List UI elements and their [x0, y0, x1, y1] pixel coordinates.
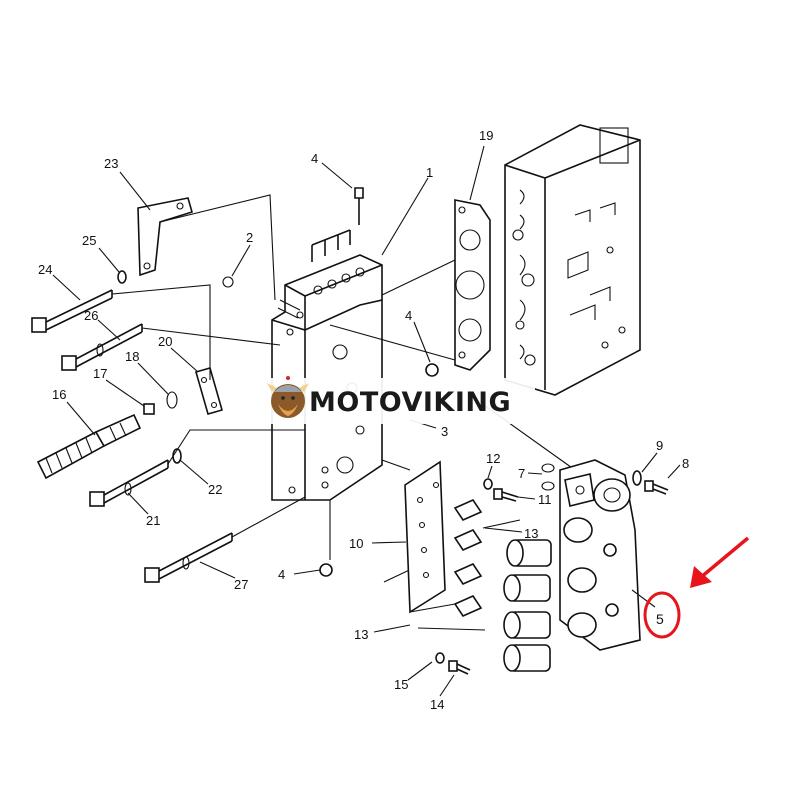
label-17: 17	[93, 366, 107, 381]
label-18: 18	[125, 349, 139, 364]
plate-20	[195, 367, 223, 415]
label-19: 19	[479, 128, 493, 143]
label-16: 16	[52, 387, 66, 402]
part-labels: 1 2 3 4 4 4 7 8 9 10 11 12 13 13 14 15 1…	[38, 128, 689, 712]
label-22: 22	[208, 482, 222, 497]
label-1: 1	[426, 165, 433, 180]
label-21: 21	[146, 513, 160, 528]
label-5: 5	[656, 611, 664, 627]
label-12: 12	[486, 451, 500, 466]
valve-body	[271, 187, 383, 501]
label-4a: 4	[311, 151, 318, 166]
rear-valve-block	[504, 124, 641, 396]
label-3: 3	[441, 424, 448, 439]
leader-lines	[111, 194, 576, 583]
red-arrow-icon	[690, 536, 750, 588]
oring-18	[166, 391, 178, 409]
solenoid-coils	[503, 539, 552, 672]
oring-7	[541, 463, 555, 491]
watermark: MOTOVIKING	[262, 376, 535, 424]
bolt-21	[89, 459, 169, 507]
callout-5: 5	[643, 536, 750, 639]
callout-circle	[643, 591, 681, 639]
spool-16	[36, 413, 142, 480]
label-4b: 4	[405, 308, 412, 323]
bolt-14	[448, 660, 471, 675]
label-4c: 4	[278, 567, 285, 582]
label-10: 10	[349, 536, 363, 551]
label-24: 24	[38, 262, 52, 277]
label-13b: 13	[354, 627, 368, 642]
solenoid-assembly-5	[503, 459, 641, 672]
label-8: 8	[682, 456, 689, 471]
bolt-26	[61, 323, 143, 371]
bolt-8	[644, 480, 669, 495]
clips-13	[409, 498, 521, 631]
label-14: 14	[430, 697, 444, 712]
label-9: 9	[656, 438, 663, 453]
plug-4-bottom	[319, 563, 333, 577]
bolt-11	[493, 488, 519, 502]
washer-25	[117, 270, 127, 284]
label-11: 11	[538, 492, 552, 507]
washer-9	[632, 470, 642, 486]
gasket-19	[454, 199, 491, 371]
label-13a: 13	[524, 526, 538, 541]
label-leaders	[52, 145, 681, 697]
label-23: 23	[104, 156, 118, 171]
plug-4-mid	[425, 363, 439, 377]
washer-12	[483, 478, 493, 490]
bolt-24	[31, 289, 113, 333]
viking-mascot-icon	[267, 376, 309, 418]
label-15: 15	[394, 677, 408, 692]
label-25: 25	[82, 233, 96, 248]
cover-plate-10	[404, 460, 446, 614]
bracket-23	[137, 197, 193, 277]
label-20: 20	[158, 334, 172, 349]
label-26: 26	[84, 308, 98, 323]
bolt-27	[144, 532, 233, 583]
watermark-text: MOTOVIKING	[309, 387, 511, 418]
label-2: 2	[246, 230, 253, 245]
label-27: 27	[234, 577, 248, 592]
oring-2	[222, 276, 234, 288]
label-7: 7	[518, 466, 525, 481]
plug-17	[143, 403, 155, 415]
washer-15	[435, 652, 445, 664]
